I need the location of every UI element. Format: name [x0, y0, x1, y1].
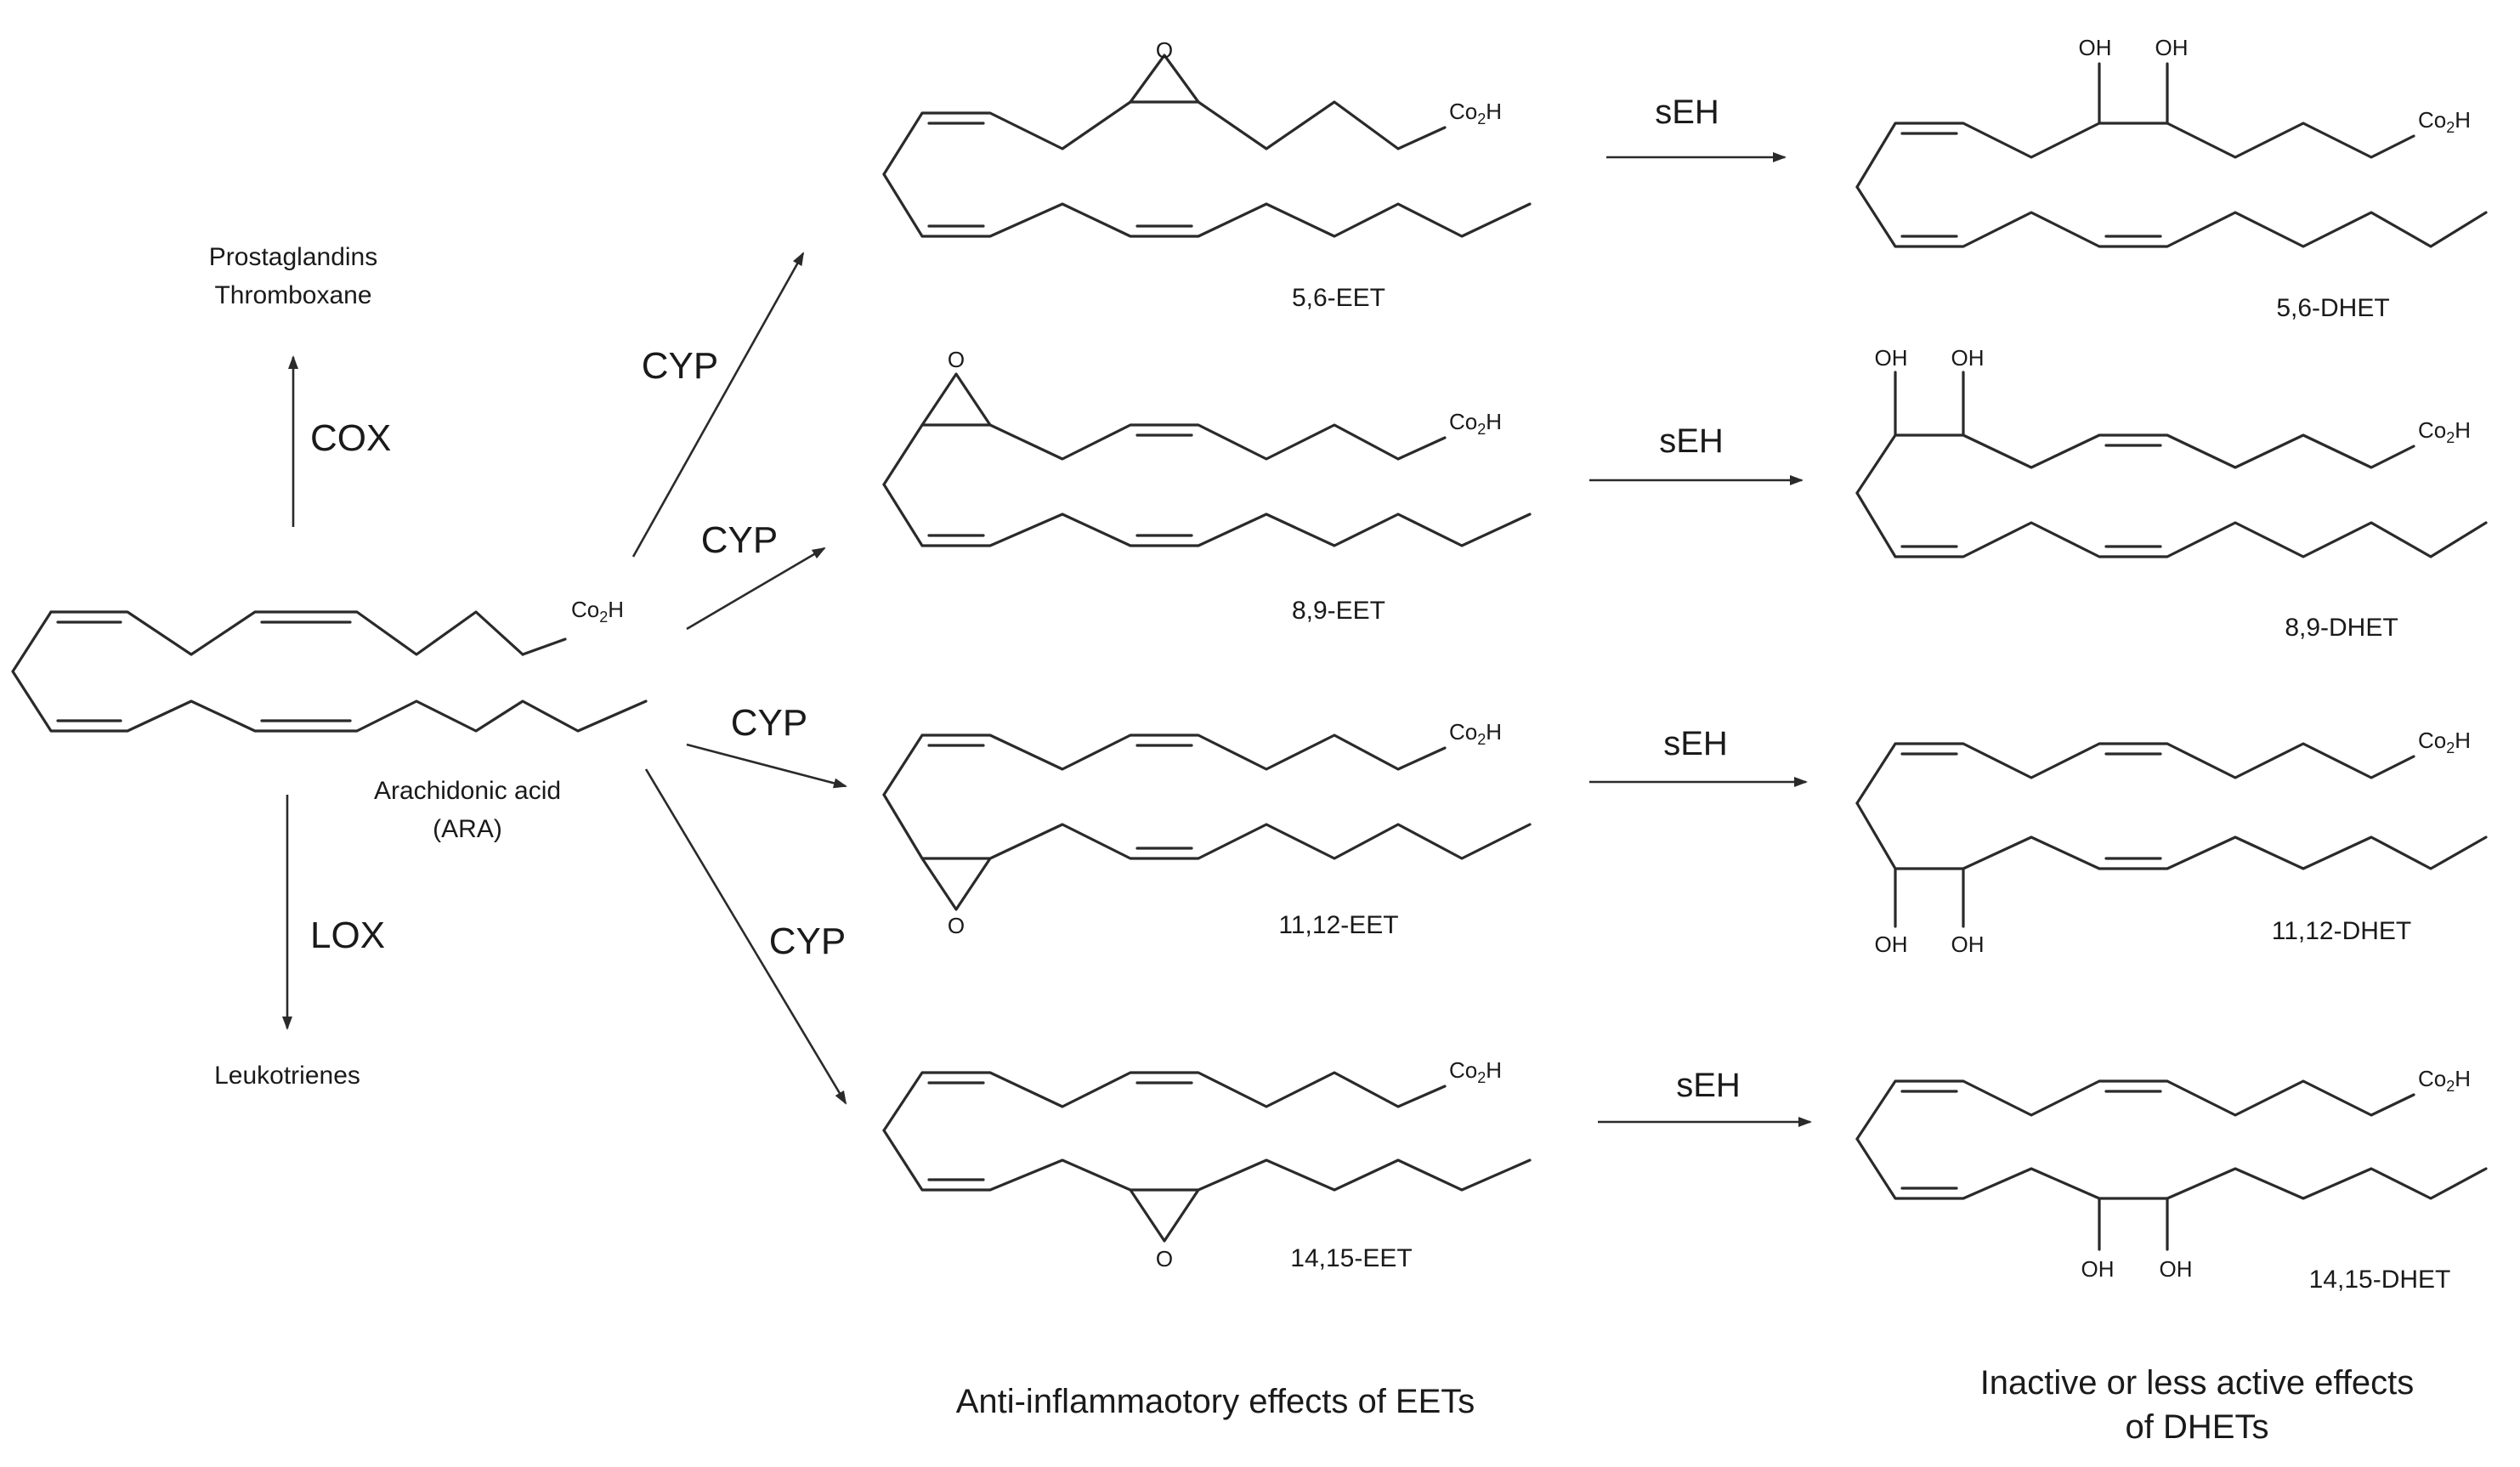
seh-label-2: sEH: [1659, 422, 1724, 460]
dhet-column-caption-line2: of DHETs: [2126, 1408, 2269, 1446]
seh-label-3: sEH: [1663, 725, 1728, 762]
eet-14-15-name: 14,15-EET: [1290, 1244, 1412, 1272]
hydroxyl-label: OH: [2079, 35, 2112, 60]
cyp-label-4: CYP: [769, 920, 846, 962]
cox-product-line2: Thromboxane: [214, 281, 371, 309]
hydroxyl-label: OH: [1875, 345, 1908, 371]
hydroxyl-label: OH: [2155, 35, 2189, 60]
svg-text:Co2H: Co2H: [1449, 409, 1502, 438]
hydroxyl-label: OH: [2160, 1256, 2193, 1282]
lox-product: Leukotrienes: [214, 1062, 360, 1090]
hydroxyl-label: OH: [1951, 345, 1985, 371]
hydroxyl-label: OH: [1875, 932, 1908, 957]
dhet-11-12-structure: OH OH Co2H: [1855, 728, 2488, 957]
eet-8-9-structure: O Co2H: [882, 347, 1532, 547]
epoxide-oxygen: O: [948, 913, 965, 938]
precursor-name: Arachidonic acid: [374, 777, 561, 805]
epoxide-oxygen: O: [1156, 1246, 1173, 1272]
eet-11-12-structure: O Co2H: [882, 719, 1532, 938]
svg-text:Co2H: Co2H: [1449, 719, 1502, 748]
carboxyl-label: Co: [571, 597, 599, 622]
eet-5-6-name: 5,6-EET: [1292, 284, 1385, 312]
svg-text:Co2H: Co2H: [571, 597, 624, 626]
eet-5-6-structure: O Co2H: [882, 37, 1532, 238]
cyp-arrow-14-15: [644, 768, 847, 1105]
dhet-14-15-structure: OH OH Co2H: [1855, 1066, 2488, 1282]
eet-11-12-name: 11,12-EET: [1278, 911, 1398, 939]
eet-8-9-name: 8,9-EET: [1292, 597, 1385, 625]
svg-text:Co2H: Co2H: [1449, 1057, 1502, 1086]
epoxide-oxygen: O: [948, 347, 965, 372]
hydroxyl-label: OH: [2081, 1256, 2115, 1282]
eet-14-15-structure: O Co2H: [882, 1057, 1532, 1272]
hydroxyl-label: OH: [1951, 932, 1985, 957]
lox-enzyme-label: LOX: [310, 915, 385, 956]
cyp-arrow-5-6: [631, 252, 805, 558]
cyp-label-1: CYP: [642, 345, 718, 387]
svg-text:Co2H: Co2H: [2418, 1066, 2471, 1095]
svg-text:Co2H: Co2H: [1449, 99, 1502, 127]
cyp-label-2: CYP: [701, 519, 778, 561]
svg-text:Co2H: Co2H: [2418, 728, 2471, 756]
dhet-11-12-name: 11,12-DHET: [2272, 917, 2412, 945]
dhet-column-caption-line1: Inactive or less active effects: [1980, 1364, 2415, 1402]
dhet-8-9-structure: OH OH Co2H: [1855, 345, 2488, 558]
arachidonic-acid-structure: Co2H: [11, 597, 648, 733]
dhet-14-15-name: 14,15-DHET: [2309, 1266, 2451, 1294]
seh-label-4: sEH: [1676, 1067, 1741, 1104]
svg-text:Co2H: Co2H: [2418, 417, 2471, 446]
epoxide-oxygen: O: [1156, 37, 1173, 63]
precursor-abbrev: (ARA): [433, 815, 502, 843]
cyp-arrow-11-12: [686, 743, 847, 789]
cox-enzyme-label: COX: [310, 417, 391, 459]
cyp-arrow-8-9: [686, 547, 826, 631]
dhet-5-6-name: 5,6-DHET: [2276, 294, 2389, 322]
eet-column-caption: Anti-inflammaotory effects of EETs: [956, 1383, 1475, 1420]
cyp-label-3: CYP: [731, 702, 807, 744]
dhet-5-6-structure: OH OH Co2H: [1855, 35, 2488, 248]
cox-product-line1: Prostaglandins: [209, 243, 377, 271]
dhet-8-9-name: 8,9-DHET: [2285, 614, 2398, 642]
seh-label-1: sEH: [1655, 93, 1719, 131]
svg-text:Co2H: Co2H: [2418, 107, 2471, 136]
